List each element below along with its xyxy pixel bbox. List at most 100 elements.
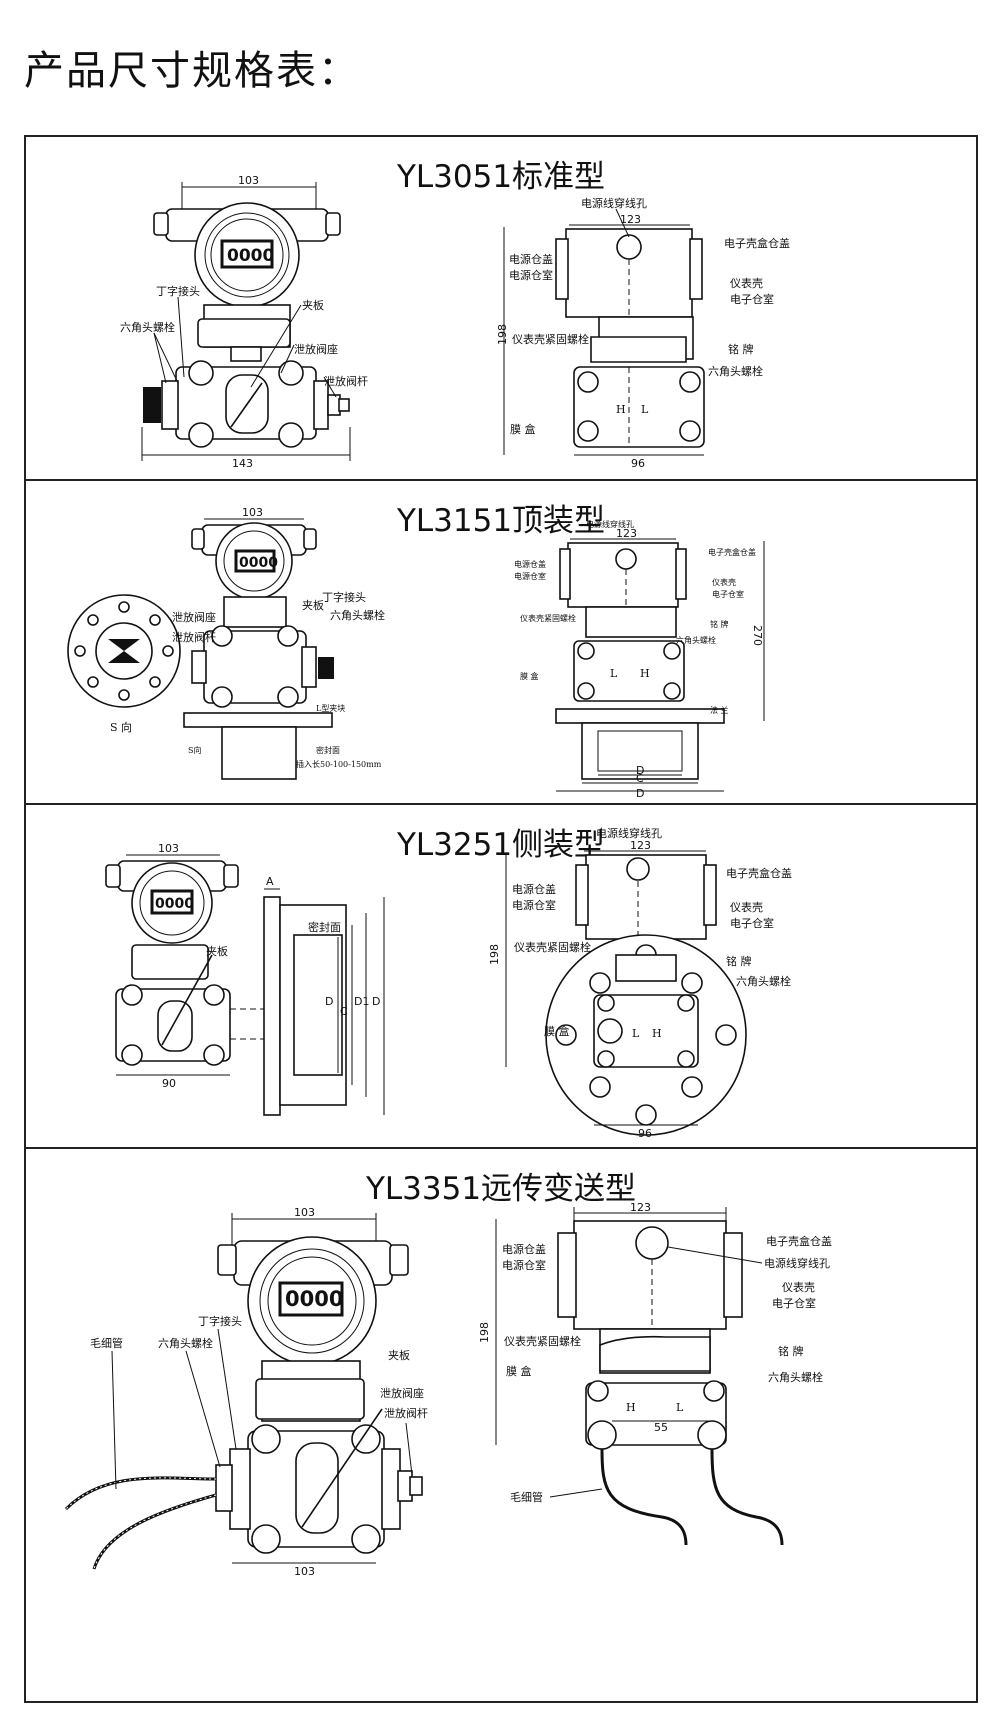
label-l-clamp: L型夹块	[316, 703, 345, 713]
label-capsule: 膜 盒	[506, 1364, 532, 1378]
label-capsule: 膜 盒	[510, 422, 536, 436]
label-electronics-cover: 电子壳盒仓盖	[708, 547, 756, 557]
dim-label: 96	[638, 1127, 652, 1140]
section-yl3351: YL3351远传变送型 103 0000	[26, 1147, 976, 1701]
section-yl3051: YL3051标准型 103 0000	[26, 137, 976, 479]
label-vent-seat: 泄放阀座	[172, 610, 216, 624]
yl3151-drawings: S 向 103 0000 泄放阀座	[67, 506, 765, 800]
dim-label: 90	[162, 1077, 176, 1090]
side-view-drawing: 123 L H 270 D C	[514, 519, 765, 800]
label-vent-seat: 泄放阀座	[380, 1386, 424, 1400]
label-vent-seat: 泄放阀座	[294, 342, 338, 356]
section-title: YL3351远传变送型	[365, 1171, 637, 1207]
label-electronics-cover: 电子壳盒仓盖	[766, 1234, 832, 1248]
dim-label: 198	[488, 944, 501, 965]
label-power-cover: 电源仓盖	[502, 1242, 546, 1256]
label-wire-hole: 电源线穿线孔	[581, 196, 647, 210]
section-yl3251: YL3251侧装型 103 0000 夹板 90	[26, 803, 976, 1147]
label-t-joint: 丁字接头	[198, 1314, 242, 1328]
label-hex-bolt: 六角头螺栓	[330, 608, 385, 622]
label-capillary: 毛细管	[510, 1490, 543, 1504]
label-seal-face: 密封面	[316, 745, 340, 755]
yl3051-drawings: 103 0000	[120, 174, 790, 470]
label-power-chamber: 电源仓室	[509, 268, 553, 282]
label-clamp-plate: 夹板	[388, 1348, 410, 1362]
label-housing-bolt: 仪表壳紧固螺栓	[520, 613, 576, 623]
section-title: YL3051标准型	[396, 159, 606, 195]
label-l: L	[610, 667, 618, 680]
label-electronics-cover: 电子壳盒仓盖	[724, 236, 790, 250]
dim-label: D	[636, 787, 644, 800]
page-title: 产品尺寸规格表：	[24, 48, 360, 94]
label-capsule: 膜 盒	[520, 671, 539, 681]
dim-label: 96	[631, 457, 645, 470]
section-title: YL3251侧装型	[396, 827, 606, 863]
label-nameplate: 铭 牌	[726, 954, 752, 968]
dim-label: 198	[478, 1322, 491, 1343]
lcd-display: 0000	[239, 555, 278, 571]
label-hex-bolt: 六角头螺栓	[158, 1336, 213, 1350]
label-housing-bolt: 仪表壳紧固螺栓	[512, 332, 589, 346]
label-housing: 仪表壳	[730, 276, 763, 290]
label-h: H	[626, 1401, 636, 1414]
dim-label: 123	[630, 839, 651, 852]
dim-label: C	[636, 772, 644, 785]
label-hex-bolt-r: 六角头螺栓	[708, 364, 763, 378]
label-power-cover: 电源仓盖	[509, 252, 553, 266]
label-housing: 仪表壳	[712, 577, 736, 587]
label-power-cover: 电源仓盖	[512, 882, 556, 896]
dim-label: 123	[630, 1201, 651, 1214]
label-hex-bolt-r: 六角头螺栓	[768, 1370, 823, 1384]
label-t-joint: 丁字接头	[322, 590, 366, 604]
label-power-chamber: 电源仓室	[512, 898, 556, 912]
label-clamp-plate: 夹板	[302, 298, 324, 312]
section-yl3151: YL3151顶装型 S 向 103 00	[26, 479, 976, 803]
label-vent-stem: 泄放阀杆	[384, 1406, 428, 1420]
label-insertion-length: 插入长50-100-150mm	[296, 759, 382, 769]
dim-label: 198	[496, 324, 509, 345]
label-h: H	[652, 1027, 662, 1040]
side-view-drawing: 123 H L 55 198 电源仓盖 电源仓室	[478, 1201, 832, 1546]
side-view-drawing: 123 L H 198 96	[488, 826, 792, 1140]
label-housing-bolt: 仪表壳紧固螺栓	[504, 1334, 581, 1348]
yl3251-drawings: 103 0000 夹板 90	[105, 826, 792, 1140]
label-electronics-chamber: 电子仓室	[772, 1296, 816, 1310]
label-housing: 仪表壳	[730, 900, 763, 914]
label-housing-bolt: 仪表壳紧固螺栓	[514, 940, 591, 954]
label-flange: 法 兰	[710, 705, 729, 715]
dim-label: 103	[238, 174, 259, 187]
label-nameplate: 铭 牌	[728, 342, 754, 356]
spec-table: YL3051标准型 103 0000	[24, 135, 978, 1703]
lcd-display: 0000	[227, 246, 274, 266]
label-electronics-chamber: 电子仓室	[712, 589, 744, 599]
label-clamp-plate: 夹板	[302, 598, 324, 612]
side-view-drawing: 123 H L 198 96 电源线穿线孔	[496, 196, 790, 470]
dim-label: 123	[616, 527, 637, 540]
label-vent-stem: 泄放阀杆	[324, 374, 368, 388]
label-h: H	[640, 667, 650, 680]
label-capsule: 膜 盒	[544, 1024, 570, 1038]
label-clamp-plate: 夹板	[206, 944, 228, 958]
label-wire-hole: 电源线穿线孔	[586, 519, 634, 529]
label-power-chamber: 电源仓室	[514, 571, 546, 581]
lcd-display: 0000	[155, 896, 194, 912]
dim-label: 103	[294, 1206, 315, 1219]
front-view-drawing: 103 0000	[64, 1206, 428, 1578]
front-view-drawing: 103 0000 夹板 90	[105, 842, 385, 1116]
dim-label: 270	[751, 625, 764, 646]
label-nameplate: 铭 牌	[710, 619, 729, 629]
dim-label: D	[372, 995, 380, 1008]
dim-label: D	[325, 995, 333, 1008]
label-hex-bolt-r: 六角头螺栓	[676, 635, 716, 645]
label-seal-face: 密封面	[308, 920, 341, 934]
label-nameplate: 铭 牌	[778, 1344, 804, 1358]
dim-label: D1	[354, 995, 369, 1008]
dim-label: 123	[620, 213, 641, 226]
label-l: L	[641, 403, 649, 416]
dim-label: C	[340, 1005, 348, 1018]
label-housing: 仪表壳	[782, 1280, 815, 1294]
label-electronics-cover: 电子壳盒仓盖	[726, 866, 792, 880]
front-view-drawing: 103 0000	[120, 174, 368, 470]
dim-label: 143	[232, 457, 253, 470]
label-hex-bolt-r: 六角头螺栓	[736, 974, 791, 988]
